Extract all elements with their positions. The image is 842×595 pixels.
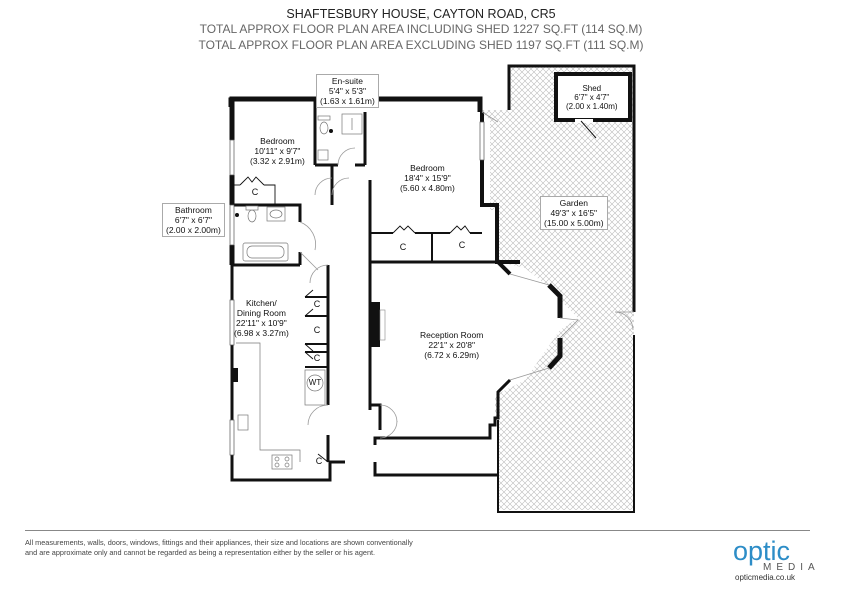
fixtures [236, 113, 363, 470]
label-bedroom-1: Bedroom 10'11" x 9'7" (3.32 x 2.91m) [250, 136, 305, 166]
room-metric: (5.60 x 4.80m) [400, 183, 455, 193]
plan-title: SHAFTESBURY HOUSE, CAYTON ROAD, CR5 [286, 7, 556, 21]
room-imperial: 18'4" x 15'9" [404, 173, 451, 183]
area-excluding-shed: TOTAL APPROX FLOOR PLAN AREA EXCLUDING S… [198, 38, 644, 52]
bathroom-fixture-dot [235, 213, 239, 217]
doors [299, 111, 579, 439]
room-name: Garden [559, 198, 588, 208]
room-metric: (3.32 x 2.91m) [250, 156, 305, 166]
cupboard-doors [232, 176, 471, 463]
logo-word: optic [733, 536, 791, 566]
optic-media-logo: optic MEDIA opticmedia.co.uk [733, 536, 815, 583]
room-name-line1: Kitchen/ [246, 298, 277, 308]
room-metric: (2.00 x 2.00m) [166, 225, 221, 235]
shed [554, 72, 632, 139]
room-name: Bedroom [260, 136, 295, 146]
label-ensuite: En-suite 5'4" x 5'3" (1.63 x 1.61m) [316, 74, 379, 108]
room-name: Shed [582, 84, 602, 93]
room-metric: (6.72 x 6.29m) [424, 350, 480, 360]
water-tank-label: WT [308, 378, 322, 387]
cupboard-kitchen-2: C [313, 325, 321, 335]
room-metric: (2.00 x 1.40m) [566, 102, 618, 111]
room-imperial: 49'3" x 16'5" [550, 208, 598, 218]
windows [229, 121, 485, 456]
room-name: Bedroom [410, 163, 445, 173]
room-imperial: 10'11" x 9'7" [254, 146, 301, 156]
label-shed: Shed 6'7" x 4'7" (2.00 x 1.40m) [566, 84, 618, 111]
label-kitchen: Kitchen/ Dining Room 22'11" x 10'9" (6.9… [234, 298, 289, 338]
label-bedroom-2: Bedroom 18'4" x 15'9" (5.60 x 4.80m) [400, 163, 455, 193]
room-name: Reception Room [420, 330, 484, 340]
label-bathroom: Bathroom 6'7" x 6'7" (2.00 x 2.00m) [162, 203, 225, 237]
room-metric: (6.98 x 3.27m) [234, 328, 289, 338]
walls [228, 96, 563, 482]
room-metric: (15.00 x 5.00m) [544, 218, 604, 228]
room-imperial: 6'7" x 4'7" [574, 93, 610, 102]
garden-boundary [497, 64, 636, 513]
room-imperial: 5'4" x 5'3" [328, 86, 366, 96]
cupboard-bedroom2-right: C [458, 240, 466, 250]
garden-area [478, 66, 634, 510]
disclaimer: All measurements, walls, doors, windows,… [25, 538, 413, 557]
chimney-breast [233, 302, 386, 382]
room-name-line2: Dining Room [236, 308, 286, 318]
room-name: Bathroom [174, 205, 212, 215]
label-garden: Garden 49'3" x 16'5" (15.00 x 5.00m) [540, 196, 608, 230]
logo-url: opticmedia.co.uk [735, 573, 796, 582]
room-imperial: 22'11" x 10'9" [236, 318, 287, 328]
cupboard-bedroom1: C [251, 187, 259, 197]
ensuite-fixture-dot [329, 129, 333, 133]
footer-divider [25, 530, 810, 531]
cupboard-kitchen-3: C [313, 353, 321, 363]
area-including-shed: TOTAL APPROX FLOOR PLAN AREA INCLUDING S… [199, 22, 643, 36]
cupboard-kitchen-1: C [313, 299, 321, 309]
room-imperial: 22'1" x 20'8" [428, 340, 475, 350]
room-imperial: 6'7" x 6'7" [174, 215, 212, 225]
cupboard-kitchen-4: C [315, 456, 323, 466]
cupboard-bedroom2-left: C [399, 242, 407, 252]
label-reception: Reception Room 22'1" x 20'8" (6.72 x 6.2… [420, 330, 483, 360]
logo-media: MEDIA [763, 562, 820, 573]
room-metric: (1.63 x 1.61m) [320, 96, 375, 106]
room-name: En-suite [331, 76, 363, 86]
